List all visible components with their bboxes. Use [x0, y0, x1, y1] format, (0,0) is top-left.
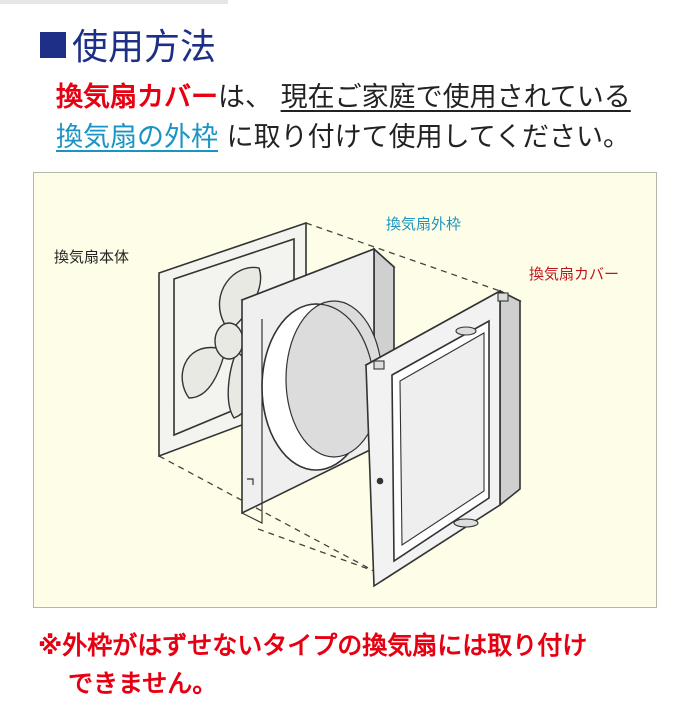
intro-text-1: は、 [218, 82, 272, 113]
exploded-view-illustration [158, 221, 522, 588]
intro-text-3: に取り付けて使用してください。 [226, 122, 630, 153]
heading-text: 使用方法 [72, 27, 217, 68]
square-bullet-icon [40, 32, 66, 58]
label-fan-body: 換気扇本体 [54, 248, 130, 266]
cover-term: 換気扇カバー [56, 82, 218, 113]
caution-note: ※外枠がはずせないタイプの換気扇には取り付け できません。 [38, 627, 587, 703]
intro-text-2: 現在ご家庭で使用されている [280, 82, 631, 113]
fan-outer-frame [240, 247, 396, 524]
guide-lines [158, 222, 501, 572]
frame-term: 換気扇の外枠 [56, 122, 218, 153]
label-fan-cover: 換気扇カバー [529, 265, 620, 283]
label-fan-frame: 換気扇外枠 [386, 215, 462, 233]
intro-line-2: 換気扇の外枠 に取り付けて使用してください。 [56, 122, 630, 154]
section-heading: 使用方法 [40, 30, 216, 66]
caution-line-2: できません。 [68, 669, 218, 698]
intro-line-1: 換気扇カバーは、 現在ご家庭で使用されている [56, 82, 631, 114]
installation-diagram: 換気扇本体 換気扇外枠 換気扇カバー [33, 172, 657, 608]
top-strip [0, 0, 228, 4]
caution-line-1: ※外枠がはずせないタイプの換気扇には取り付け [38, 631, 588, 660]
fan-cover [364, 289, 522, 588]
